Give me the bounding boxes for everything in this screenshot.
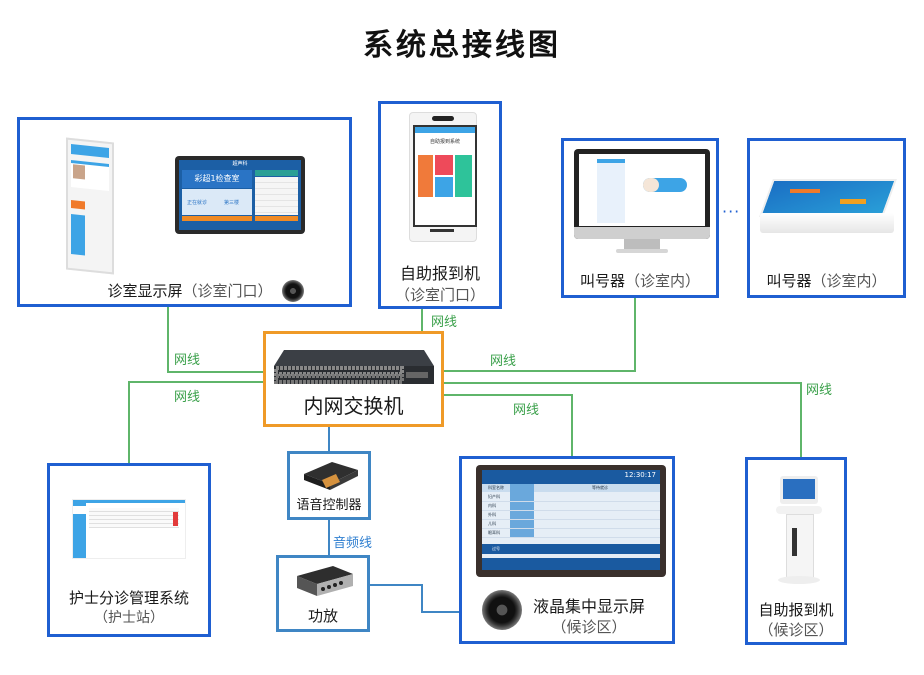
terminal-image bbox=[759, 179, 897, 239]
amplifier-box[interactable]: 功放 bbox=[276, 555, 370, 632]
kiosk-door-name: 自助报到机 bbox=[399, 264, 480, 283]
wire-voice-to-amplifier bbox=[328, 518, 330, 556]
speaker-icon bbox=[482, 590, 522, 630]
wire-label-nurse: 网线 bbox=[174, 390, 201, 405]
monitor-stand bbox=[624, 239, 660, 249]
diagram-title: 系统总接线图 bbox=[363, 28, 561, 63]
switch-box[interactable]: 内网交换机 bbox=[263, 331, 444, 427]
nurse-station-location: （护士站） bbox=[94, 610, 164, 626]
monitor-image bbox=[574, 149, 710, 239]
lcd-col3: 等待就诊 bbox=[592, 485, 608, 490]
caller-terminal-location: （诊室内） bbox=[811, 272, 887, 290]
network-switch-image bbox=[274, 348, 434, 386]
wire-clinic-display-horizontal bbox=[167, 371, 265, 373]
kiosk-waiting-name: 自助报到机 bbox=[758, 601, 834, 619]
display-room-text: 彩超1检查室 bbox=[194, 174, 240, 183]
standing-kiosk-image bbox=[774, 476, 824, 586]
wire-label-lcd: 网线 bbox=[513, 403, 540, 418]
display-status-right: 第三楼 bbox=[224, 200, 240, 206]
lcd-time: 12:30:17 bbox=[624, 471, 656, 479]
voice-controller-name: 语音控制器 bbox=[296, 498, 362, 513]
monitor-base bbox=[616, 249, 668, 253]
display-status-left: 正在就诊 bbox=[187, 200, 208, 206]
voice-controller-box[interactable]: 语音控制器 bbox=[287, 451, 371, 520]
switch-shape bbox=[274, 350, 434, 384]
clinic-display-location: （诊室门口） bbox=[182, 282, 273, 300]
wire-amplifier-out-h2 bbox=[421, 611, 481, 613]
nurse-software-screenshot bbox=[72, 499, 186, 559]
wire-kiosk-waiting-vertical bbox=[800, 382, 802, 458]
kiosk-tablet-image: 自助报到系统 bbox=[409, 112, 477, 242]
wire-switch-to-voice-controller bbox=[328, 425, 330, 452]
wire-label-audio: 音频线 bbox=[333, 536, 373, 551]
lcd-display-box[interactable]: 12:30:17 科室名称 正在就诊 等待就诊 妇产科 内科 外科 儿科 眼耳科… bbox=[459, 456, 675, 644]
amplifier-image bbox=[297, 566, 353, 596]
wire-label-caller: 网线 bbox=[490, 354, 517, 369]
lcd-display-location: （候诊区） bbox=[551, 618, 627, 636]
lcd-row: 内科 bbox=[488, 503, 496, 508]
display-header-text: 超声科 bbox=[232, 161, 248, 167]
clinic-display-box[interactable]: 超声科 彩超1检查室 正在就诊 第三楼 诊室显示屏（诊室门口） bbox=[17, 117, 352, 307]
lcd-row: 妇产科 bbox=[488, 494, 500, 499]
caller-pc-box[interactable]: 叫号器（诊室内） bbox=[561, 138, 719, 298]
landscape-display-image: 超声科 彩超1检查室 正在就诊 第三楼 bbox=[175, 156, 305, 234]
lcd-display-image: 12:30:17 科室名称 正在就诊 等待就诊 妇产科 内科 外科 儿科 眼耳科… bbox=[476, 465, 666, 577]
wire-amplifier-out-v bbox=[421, 584, 423, 612]
caller-pc-name: 叫号器 bbox=[579, 272, 625, 290]
ellipsis: ··· bbox=[722, 202, 741, 221]
lcd-row: 眼耳科 bbox=[488, 530, 500, 535]
switch-name: 内网交换机 bbox=[303, 394, 404, 418]
kiosk-door-location: （诊室门口） bbox=[394, 286, 485, 304]
lcd-row: 外科 bbox=[488, 512, 496, 517]
wire-label-clinic-display: 网线 bbox=[174, 353, 201, 368]
nurse-station-box[interactable]: 护士分诊管理系统 （护士站） bbox=[47, 463, 211, 637]
speaker-icon bbox=[282, 280, 304, 302]
lcd-display-name: 液晶集中显示屏 bbox=[532, 597, 645, 616]
kiosk-screen-title: 自助报到系统 bbox=[429, 139, 460, 145]
amplifier-name: 功放 bbox=[307, 607, 338, 625]
portrait-display-image bbox=[66, 137, 114, 275]
kiosk-door-box[interactable]: 自助报到系统 自助报到机 （诊室门口） bbox=[378, 101, 502, 309]
lcd-row: 儿科 bbox=[488, 521, 496, 526]
wire-clinic-display-vertical bbox=[167, 306, 169, 372]
caller-terminal-box[interactable]: 叫号器（诊室内） bbox=[747, 138, 906, 298]
lcd-rows: 妇产科 内科 外科 儿科 眼耳科 bbox=[482, 493, 660, 539]
wire-nurse-horizontal bbox=[128, 381, 265, 383]
wire-kiosk-waiting-horizontal bbox=[442, 382, 802, 384]
nurse-station-name: 护士分诊管理系统 bbox=[68, 589, 189, 607]
kiosk-waiting-box[interactable]: 自助报到机 （候诊区） bbox=[745, 457, 847, 645]
caller-terminal-label: 叫号器（诊室内） bbox=[750, 271, 903, 291]
caller-terminal-name: 叫号器 bbox=[766, 272, 812, 290]
caller-pc-location: （诊室内） bbox=[625, 272, 701, 290]
clinic-display-name: 诊室显示屏 bbox=[107, 282, 183, 300]
voice-controller-image bbox=[304, 462, 358, 490]
wire-caller-horizontal bbox=[442, 370, 636, 372]
wire-lcd-vertical bbox=[571, 394, 573, 458]
wire-label-kiosk-waiting: 网线 bbox=[806, 383, 833, 398]
lcd-col1: 科室名称 bbox=[488, 485, 504, 490]
wire-lcd-horizontal bbox=[442, 394, 573, 396]
wire-label-kiosk-door: 网线 bbox=[431, 315, 458, 330]
wire-nurse-vertical bbox=[128, 381, 130, 465]
lcd-footer-label: 过号 bbox=[492, 546, 500, 551]
clinic-display-label: 诊室显示屏（诊室门口） bbox=[90, 281, 290, 301]
caller-pc-label: 叫号器（诊室内） bbox=[564, 271, 716, 291]
wire-kiosk-door bbox=[421, 309, 423, 333]
wire-caller-vertical bbox=[634, 296, 636, 372]
kiosk-waiting-location: （候诊区） bbox=[758, 621, 834, 639]
wire-amplifier-out-h1 bbox=[368, 584, 423, 586]
